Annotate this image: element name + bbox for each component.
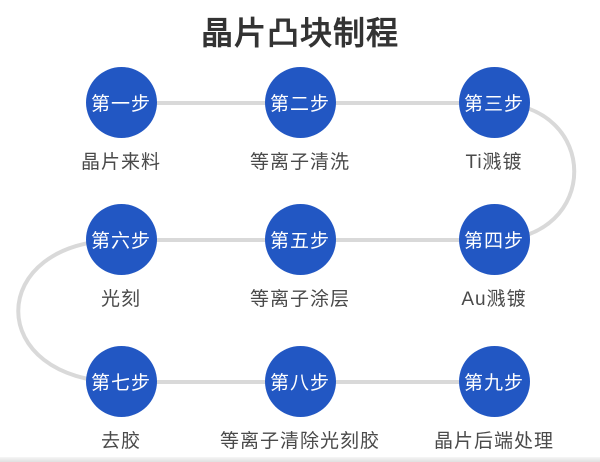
step-number-label: 第五步 bbox=[269, 231, 330, 252]
step-number-label: 第八步 bbox=[269, 373, 330, 394]
process-label: 晶片来料 bbox=[80, 152, 161, 173]
step-circle-8: 第八步 bbox=[264, 346, 336, 417]
process-label: 等离子涂层 bbox=[249, 289, 350, 310]
process-label: Au溅镀 bbox=[461, 289, 527, 310]
step-circle-4: 第四步 bbox=[458, 204, 530, 275]
step-circle-5: 第五步 bbox=[264, 204, 336, 275]
page-title: 晶片凸块制程 bbox=[200, 15, 399, 51]
process-label: 去胶 bbox=[100, 431, 141, 452]
process-label: 等离子清除光刻胶 bbox=[219, 431, 380, 452]
process-label: 光刻 bbox=[100, 289, 141, 310]
step-number-label: 第九步 bbox=[463, 373, 524, 394]
process-label: 晶片后端处理 bbox=[433, 431, 554, 452]
step-circle-3: 第三步 bbox=[458, 67, 530, 138]
step-node-1: 第一步 晶片来料 bbox=[26, 67, 216, 174]
step-node-9: 第九步 晶片后端处理 bbox=[399, 346, 589, 453]
step-circle-9: 第九步 bbox=[458, 346, 530, 417]
step-circle-6: 第六步 bbox=[85, 204, 157, 275]
bottom-edge-divider bbox=[0, 457, 600, 462]
step-number-label: 第四步 bbox=[463, 231, 524, 252]
step-node-8: 第八步 等离子清除光刻胶 bbox=[205, 346, 395, 453]
step-circle-2: 第二步 bbox=[264, 67, 336, 138]
step-circle-1: 第一步 bbox=[85, 67, 157, 138]
step-node-5: 第五步 等离子涂层 bbox=[205, 204, 395, 311]
process-label: Ti溅镀 bbox=[465, 152, 523, 173]
step-node-2: 第二步 等离子清洗 bbox=[205, 67, 395, 174]
step-number-label: 第七步 bbox=[90, 373, 151, 394]
step-node-7: 第七步 去胶 bbox=[26, 346, 216, 453]
step-node-4: 第四步 Au溅镀 bbox=[399, 204, 589, 311]
step-circle-7: 第七步 bbox=[85, 346, 157, 417]
step-number-label: 第六步 bbox=[90, 231, 151, 252]
step-number-label: 第二步 bbox=[269, 94, 330, 115]
step-number-label: 第一步 bbox=[90, 94, 151, 115]
step-node-3: 第三步 Ti溅镀 bbox=[399, 67, 589, 174]
step-node-6: 第六步 光刻 bbox=[26, 204, 216, 311]
process-label: 等离子清洗 bbox=[249, 152, 350, 173]
step-number-label: 第三步 bbox=[463, 94, 524, 115]
